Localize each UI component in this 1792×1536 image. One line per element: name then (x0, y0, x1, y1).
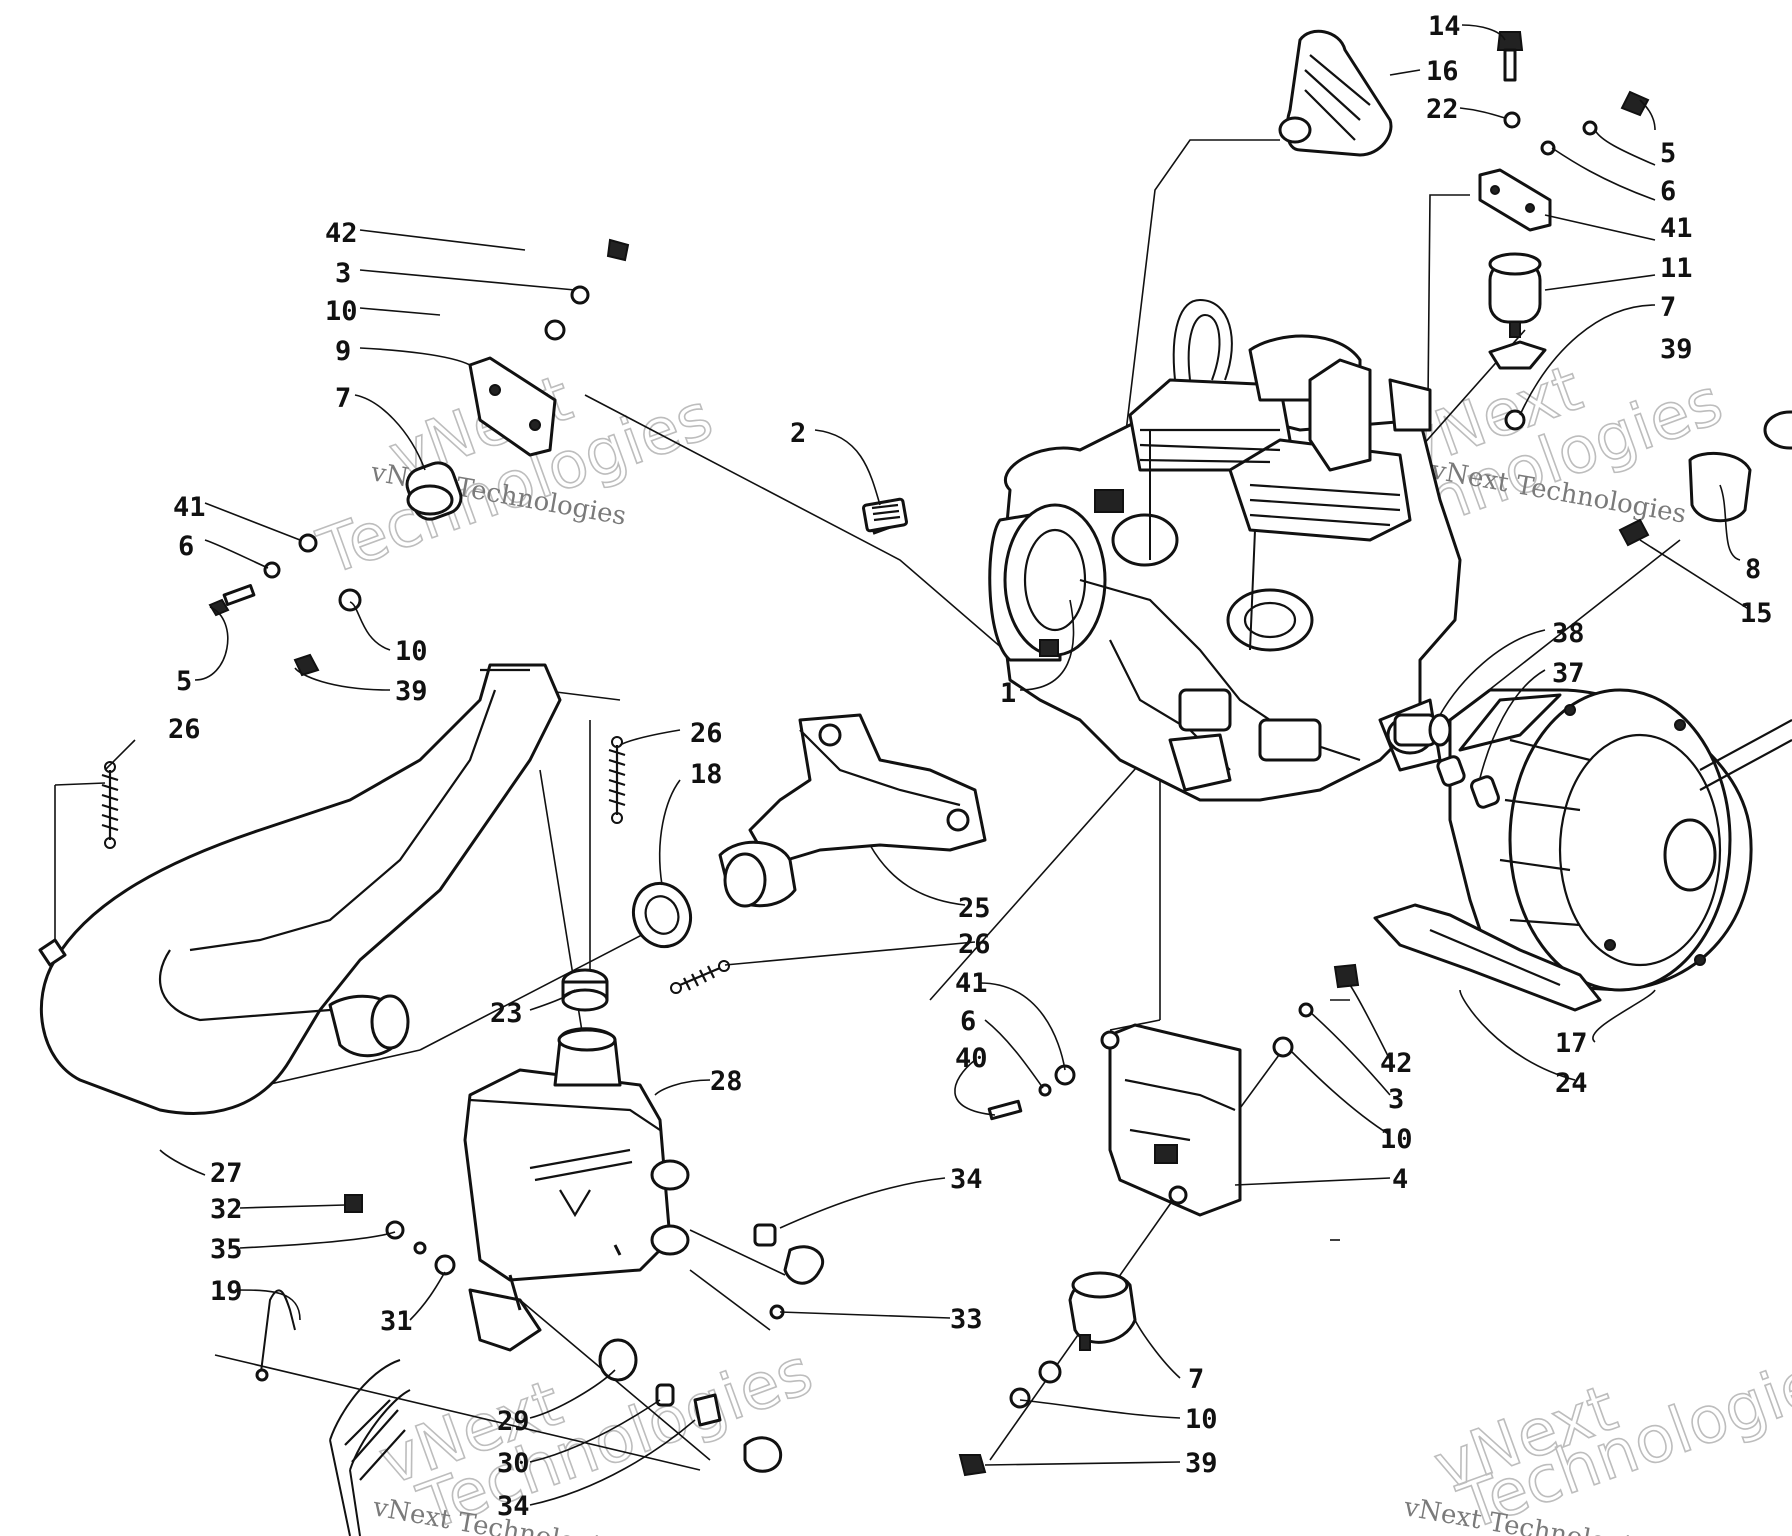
callout-label: 31 (380, 1306, 413, 1337)
rubber-mount-7-left (405, 461, 463, 521)
callout-label: 5 (176, 666, 192, 697)
callout-label: 7 (335, 383, 351, 414)
callout-label: 18 (690, 759, 723, 790)
callout-label: 16 (1426, 56, 1459, 87)
callout-label: 7 (1188, 1364, 1204, 1395)
callout-label: 26 (690, 718, 723, 749)
callout-label: 3 (335, 258, 351, 289)
mount-plate-9 (468, 356, 557, 457)
bottom-left-partial (329, 1359, 411, 1536)
callout-label: 1 (1000, 678, 1016, 709)
callout-label: 41 (955, 968, 988, 999)
callout-label: 38 (1552, 618, 1585, 649)
shaft-spacers-37-38 (1393, 713, 1500, 809)
callout-label: 41 (173, 492, 206, 523)
muffler-hardware (255, 1194, 825, 1473)
exhaust-coupler-18 (632, 840, 797, 949)
rubber-mount-7-top (1488, 252, 1547, 370)
callout-label: 6 (960, 1006, 976, 1037)
muffler-28 (463, 1027, 690, 1352)
callout-label: 40 (955, 1043, 988, 1074)
callout-label: 10 (325, 296, 358, 327)
callout-label: 10 (1185, 1404, 1218, 1435)
engine-decal-2 (862, 497, 908, 533)
seal-23 (561, 968, 609, 1012)
exhaust-pipe-27 (38, 663, 562, 1115)
callout-label: 28 (710, 1066, 743, 1097)
callout-label: 30 (497, 1448, 530, 1479)
small-hardware-top-right (1503, 90, 1650, 431)
callout-label: 41 (1660, 213, 1693, 244)
callout-labels: 14 16 22 5 6 41 11 7 39 42 3 10 9 7 41 6… (168, 11, 1773, 1522)
spring-26-middle (608, 736, 626, 824)
callout-label: 22 (1426, 94, 1459, 125)
callout-label: 14 (1428, 11, 1461, 42)
spring-26-lower (670, 960, 730, 994)
watermark-bottom-left: Technologies vNext vNext Technologies (369, 1334, 822, 1536)
callout-label: 26 (958, 929, 991, 960)
callout-label: 8 (1745, 554, 1761, 585)
callout-label: 15 (1740, 598, 1773, 629)
engine-mount-bracket-4 (1100, 1023, 1242, 1217)
engine-block (988, 298, 1462, 802)
watermark-bottom-right: Technologies vNext vNext Technologies (1401, 1334, 1792, 1536)
callout-label: 24 (1555, 1068, 1588, 1099)
spring-26-left (101, 761, 119, 849)
callout-label: 10 (395, 636, 428, 667)
callout-label: 6 (178, 531, 194, 562)
callout-label: 37 (1552, 658, 1585, 689)
callout-label: 42 (325, 218, 358, 249)
callout-label: 10 (1380, 1124, 1413, 1155)
callout-leaders (104, 24, 1751, 1506)
callout-label: 34 (950, 1164, 983, 1195)
rubber-mount-7-bottom (958, 1271, 1137, 1477)
mount-plate-11 (1478, 168, 1552, 232)
callout-label: 39 (1660, 334, 1693, 365)
callout-label: 23 (490, 998, 523, 1029)
callout-label: 26 (168, 714, 201, 745)
callout-label: 9 (335, 336, 351, 367)
callout-label: 32 (210, 1194, 243, 1225)
callout-label: 33 (950, 1304, 983, 1335)
callout-label: 42 (1380, 1048, 1413, 1079)
callout-label: 39 (1185, 1448, 1218, 1479)
exhaust-manifold-25 (748, 713, 987, 867)
callout-label: 27 (210, 1158, 243, 1189)
callout-label: 4 (1392, 1164, 1408, 1195)
callout-label: 17 (1555, 1028, 1588, 1059)
callout-label: 3 (1388, 1084, 1404, 1115)
bolt-14 (1496, 31, 1524, 82)
callout-label: 39 (395, 676, 428, 707)
drive-belt-24 (1373, 719, 1792, 1012)
callout-label: 2 (790, 418, 806, 449)
bracket-hardware (987, 963, 1360, 1121)
callout-label: 29 (497, 1406, 530, 1437)
drive-clutch-17 (1448, 688, 1753, 992)
callout-label: 19 (210, 1276, 243, 1307)
callout-label: 11 (1660, 253, 1693, 284)
callout-label: 5 (1660, 138, 1676, 169)
callout-label: 6 (1660, 176, 1676, 207)
callout-label: 25 (958, 893, 991, 924)
callout-label: 7 (1660, 292, 1676, 323)
callout-label: 35 (210, 1234, 243, 1265)
callout-label: 34 (497, 1491, 530, 1522)
engine-bracket-16 (1278, 29, 1393, 157)
